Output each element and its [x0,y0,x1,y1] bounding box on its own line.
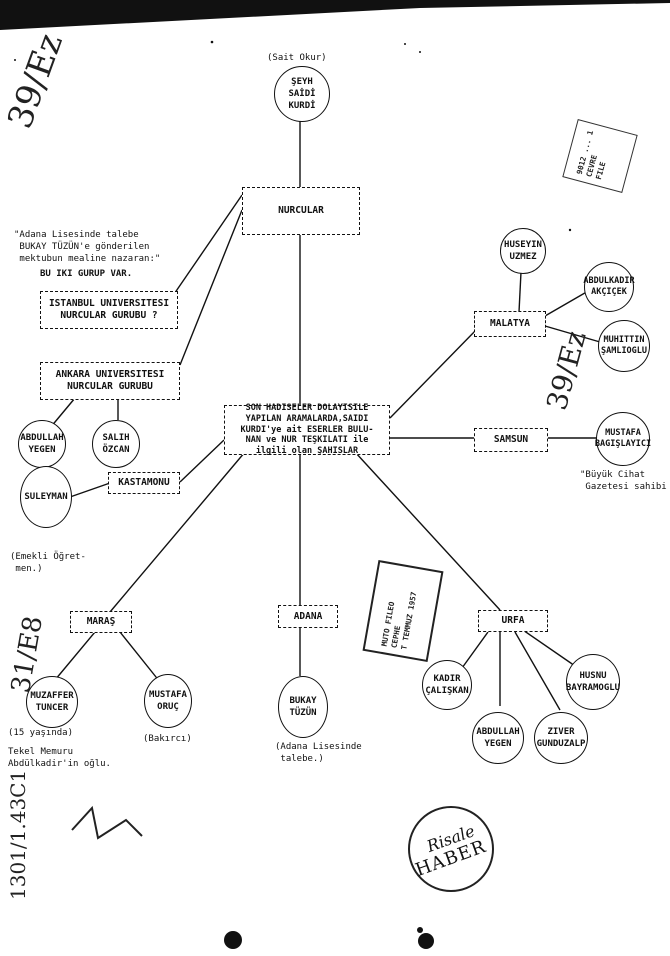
node-ziver-gunduzalp: ZIVER GUNDUZALP [534,712,588,764]
node-maras: MARAŞ [70,611,132,633]
sait-okur-label: (Sait Okur) [267,53,327,63]
node-bukay-tuzun: BUKAY TÜZÜN [278,676,328,738]
bakirci-note: (Bakırcı) [143,734,192,744]
node-mustafa-oruc: MUSTAFA ORUÇ [144,674,192,728]
node-huseyin-uzmez: HUSEYIN UZMEZ [500,228,546,274]
two-groups-note: BU IKI GURUP VAR. [40,269,133,279]
node-adana: ADANA [278,605,338,628]
node-suleyman: SULEYMAN [20,466,72,528]
node-abdullah-yegen-1: ABDULLAH YEGEN [18,420,66,468]
node-center-suspects: SON HADISELER DOLAYISILE YAPILAN ARAMALA… [224,403,390,456]
node-ankara-group: ANKARA UNIVERSITESI NURCULAR GURUBU [40,362,180,400]
node-seyh-saidi-kurdi: ŞEYH SAİDİ KURDİ [274,66,330,122]
adana-lisesi-note: (Adana Lisesinde talebe.) [275,742,362,765]
letter-quote: "Adana Lisesinde talebe BUKAY TÜZÜN'e gö… [14,230,161,265]
node-kastamonu: KASTAMONU [108,472,180,494]
node-muzaffer-tuncer: MUZAFFER TUNCER [26,676,78,728]
node-kadir-caliskan: KADIR ÇALIŞKAN [422,660,472,710]
tekel-note: Tekel Memuru Abdülkadir'in oğlu. [8,747,111,770]
node-muhittin-samlioglu: MUHITTIN ŞAMLIOGLU [598,320,650,372]
node-husnu-bayramoglu: HUSNU BAYRAMOGLU [566,654,620,710]
risale-haber-watermark: Risale HABER [408,806,494,892]
node-abdullah-yegen-2: ABDULLAH YEGEN [472,712,524,764]
handwritten-note-left-vertical: 1301/1.43C1 [6,769,30,900]
node-nurcular: NURCULAR [242,187,360,235]
yasinda-note: (15 yaşında) [8,728,74,738]
node-mustafa-bagislayici: MUSTAFA BAGIŞLAYICI [595,412,651,466]
node-abdulkadir-akcicek: ABDULKADIR AKÇIÇEK [583,262,635,312]
node-salih-ozcan: SALIH ÖZCAN [92,420,140,468]
emekli-note: (Emekli Öğret- men.) [10,552,86,575]
node-samsun: SAMSUN [474,428,548,452]
buyuk-cihat-note: "Büyük Cihat Gazetesi sahibi [580,470,667,493]
node-malatya: MALATYA [474,311,546,337]
node-urfa: URFA [478,610,548,632]
node-istanbul-group: ISTANBUL UNIVERSITESI NURCULAR GURUBU ? [40,291,178,329]
